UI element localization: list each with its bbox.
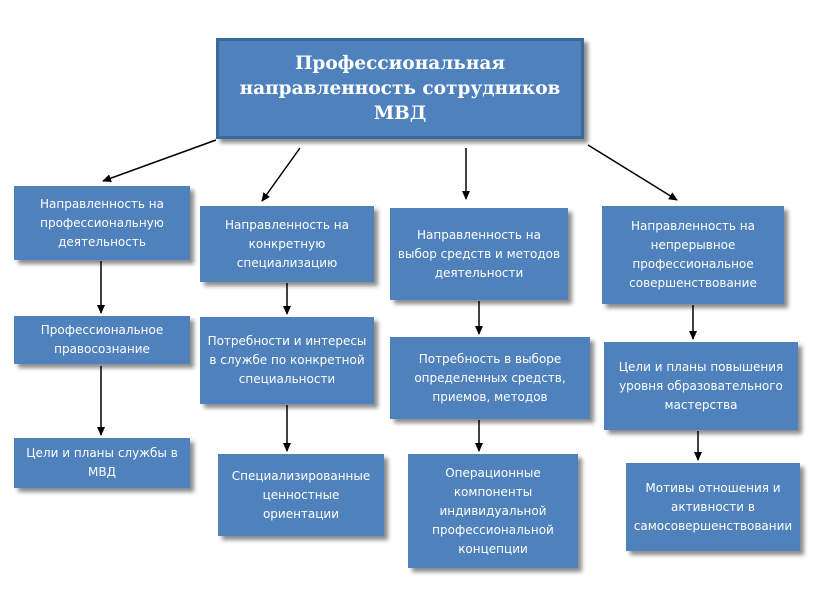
col1-mid-label: Профессиональное правосознание	[40, 323, 164, 356]
col4-bottom-label: Мотивы отношения и активности в самосове…	[633, 480, 793, 533]
col4-mid-label: Цели и планы повышения уровня образовате…	[618, 359, 784, 412]
col3-mid-node: Потребность в выборе определенных средст…	[390, 337, 590, 419]
col3-bottom-node: Операционные компоненты индивидуальной п…	[408, 454, 578, 568]
col2-mid-label: Потребности и интересы в службе по конкр…	[207, 334, 367, 386]
col3-head-node: Направленность на выбор средств и методо…	[390, 208, 568, 300]
root-node-label: Профессиональная направленность сотрудни…	[239, 53, 561, 124]
col1-bottom-node: Цели и планы службы в МВД	[14, 438, 190, 488]
col2-head-node: Направленность на конкретную специализац…	[200, 206, 374, 282]
col2-head-label: Направленность на конкретную специализац…	[224, 217, 350, 270]
col1-bottom-label: Цели и планы службы в МВД	[26, 446, 178, 479]
col4-head-label: Направленность на непрерывное профессион…	[629, 219, 757, 290]
col3-mid-label: Потребность в выборе определенных средст…	[414, 351, 566, 404]
arrow-root-to-col2	[261, 147, 301, 202]
col4-head-node: Направленность на непрерывное профессион…	[602, 206, 784, 304]
col4-bottom-node: Мотивы отношения и активности в самосове…	[626, 463, 800, 551]
root-node: Профессиональная направленность сотрудни…	[216, 38, 584, 139]
col3-head-label: Направленность на выбор средств и методо…	[397, 227, 561, 280]
col3-bottom-label: Операционные компоненты индивидуальной п…	[432, 465, 554, 556]
col1-head-label: Направленность на профессиональную деяте…	[39, 196, 165, 249]
arrow-root-to-col4	[587, 144, 678, 201]
col2-bottom-node: Специализированные ценностные ориентации	[218, 454, 384, 536]
arrow-root-to-col1	[102, 139, 217, 183]
col1-head-node: Направленность на профессиональную деяте…	[14, 186, 190, 260]
col2-mid-node: Потребности и интересы в службе по конкр…	[200, 317, 374, 404]
col2-bottom-label: Специализированные ценностные ориентации	[231, 468, 371, 521]
col4-mid-node: Цели и планы повышения уровня образовате…	[604, 342, 798, 430]
col1-mid-node: Профессиональное правосознание	[14, 316, 190, 364]
